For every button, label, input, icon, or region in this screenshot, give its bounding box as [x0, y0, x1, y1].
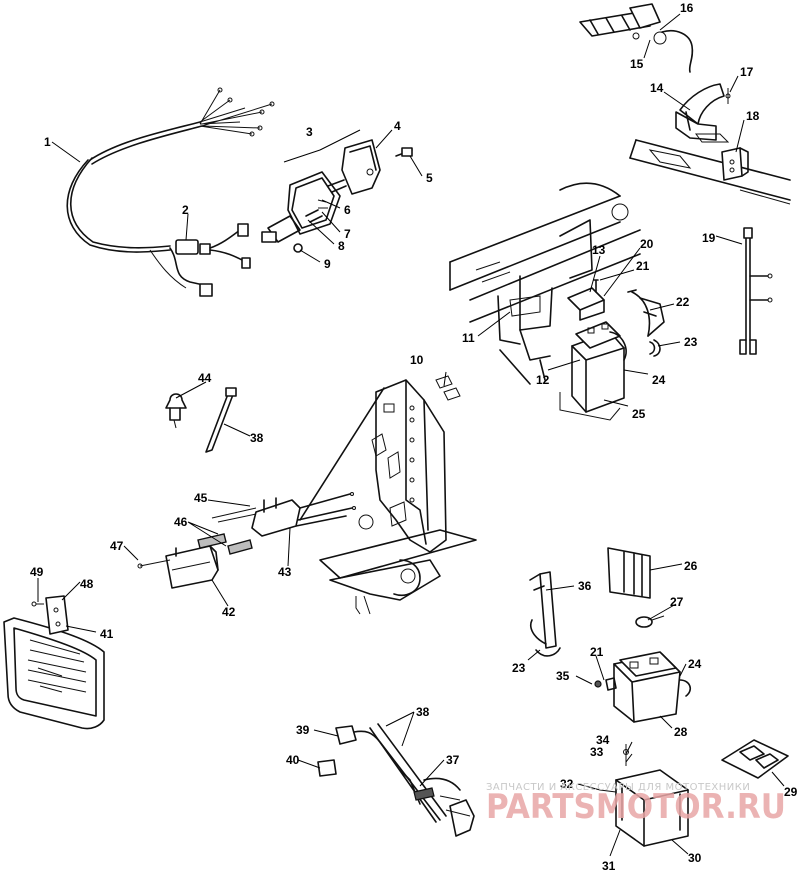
callout-45: 45 — [194, 491, 208, 505]
callout-37: 37 — [446, 753, 460, 767]
horn — [675, 83, 730, 143]
callout-11: 11 — [462, 331, 475, 345]
callout-38: 38 — [416, 705, 430, 719]
callout-38-left: 38 — [250, 431, 264, 445]
callout-13: 13 — [592, 243, 606, 257]
handlebar-switch-assembly — [579, 3, 694, 73]
callout-23: 23 — [684, 335, 698, 349]
push-rivet — [165, 393, 187, 429]
callout-41: 41 — [100, 627, 114, 641]
callout-1: 1 — [44, 135, 51, 149]
watermark-caption: ЗАПЧАСТИ И АКСЕССУАРЫ ДЛЯ МОТОТЕХНИКИ — [486, 782, 750, 793]
callout-36: 36 — [578, 579, 592, 593]
callout-10: 10 — [410, 353, 424, 367]
callout-8: 8 — [338, 239, 345, 253]
center-frame — [299, 375, 477, 615]
callout-42: 42 — [222, 605, 236, 619]
callout-34: 34 — [596, 733, 610, 747]
battery-tray — [599, 744, 689, 847]
callout-47: 47 — [110, 539, 124, 553]
callout-16: 16 — [680, 1, 694, 15]
callout-29: 29 — [784, 785, 798, 799]
wiring-harness — [66, 87, 275, 297]
callout-44: 44 — [198, 371, 212, 385]
callout-9: 9 — [324, 257, 331, 271]
callout-labels: 1 2 3 4 5 6 7 8 9 10 11 12 13 14 15 16 1… — [30, 1, 798, 870]
callout-17: 17 — [740, 65, 754, 79]
callout-27: 27 — [670, 595, 684, 609]
callout-2: 2 — [182, 203, 189, 217]
battery-cover — [721, 739, 789, 779]
callout-49: 49 — [30, 565, 44, 579]
callout-22: 22 — [676, 295, 690, 309]
taillight-assembly — [261, 139, 413, 253]
callout-18: 18 — [746, 109, 760, 123]
frame-bracket-top-right — [629, 88, 791, 205]
callout-46: 46 — [174, 515, 188, 529]
callout-21: 21 — [636, 259, 650, 273]
callout-23-lower: 23 — [512, 661, 526, 675]
callout-15: 15 — [630, 57, 644, 71]
mud-flap — [3, 595, 105, 730]
rear-frame-section — [449, 182, 641, 385]
callout-33: 33 — [590, 745, 604, 759]
callout-31: 31 — [602, 859, 616, 870]
callout-5: 5 — [426, 171, 433, 185]
callout-25: 25 — [632, 407, 646, 421]
battery-cable — [739, 227, 773, 355]
callout-32: 32 — [560, 777, 574, 791]
battery-box-upper — [559, 279, 665, 421]
callout-14: 14 — [650, 81, 664, 95]
mount-brackets — [137, 492, 356, 589]
callout-19: 19 — [702, 231, 716, 245]
callout-3: 3 — [306, 125, 313, 139]
callout-24-lower: 24 — [688, 657, 702, 671]
callout-30: 30 — [688, 851, 702, 865]
callout-20: 20 — [640, 237, 654, 251]
leader-lines — [37, 13, 785, 857]
watermark-brand: PARTSMOTOR.RU — [486, 787, 786, 827]
callout-35: 35 — [556, 669, 570, 683]
battery-pad — [607, 547, 651, 599]
callout-28: 28 — [674, 725, 688, 739]
battery-lower — [594, 651, 692, 723]
lower-harness — [317, 723, 475, 837]
callout-39: 39 — [296, 723, 310, 737]
callout-21-lower: 21 — [590, 645, 604, 659]
callout-48: 48 — [80, 577, 94, 591]
battery-strap — [529, 571, 561, 657]
callout-43: 43 — [278, 565, 292, 579]
callout-7: 7 — [344, 227, 351, 241]
callout-6: 6 — [344, 203, 351, 217]
watermark: ЗАПЧАСТИ И АКСЕССУАРЫ ДЛЯ МОТОТЕХНИКИ PA… — [486, 782, 786, 827]
callout-12: 12 — [536, 373, 550, 387]
callout-26: 26 — [684, 559, 698, 573]
clip-27 — [635, 615, 665, 628]
cable-tie — [205, 387, 237, 453]
callout-40: 40 — [286, 753, 300, 767]
callout-24: 24 — [652, 373, 666, 387]
callout-4: 4 — [394, 119, 401, 133]
